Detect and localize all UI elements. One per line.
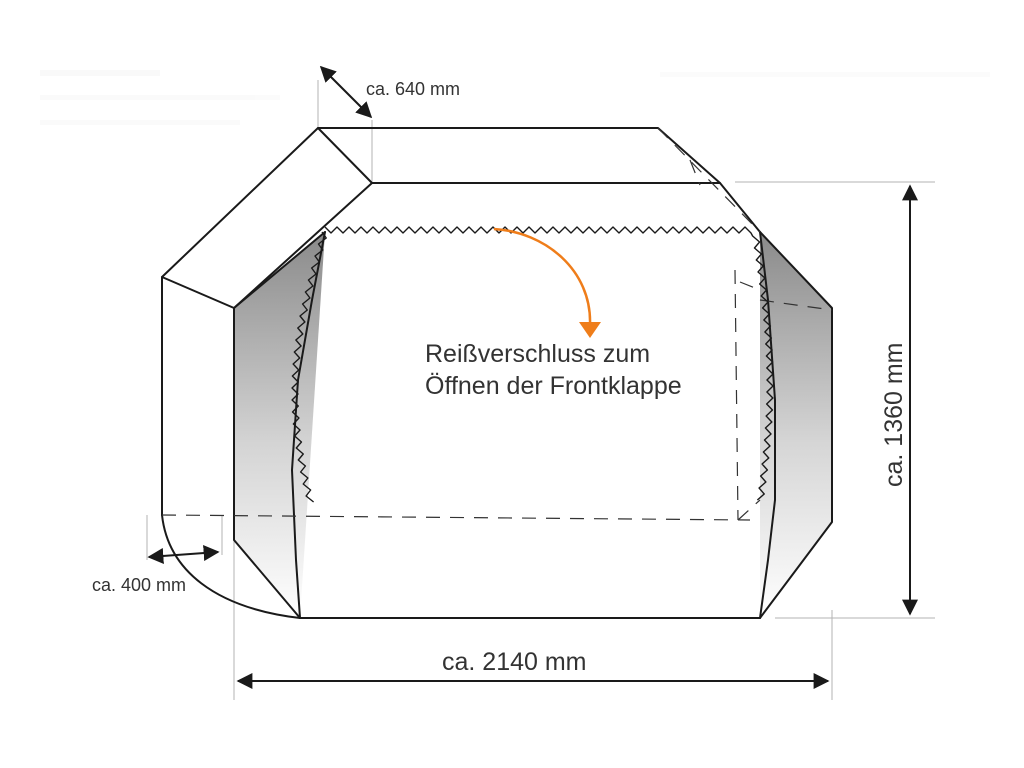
bottom-left-sweep [161,514,301,619]
background-texture [40,70,990,125]
annotation-line-1: Reißverschluss zum [425,340,650,368]
hidden-edges [161,127,833,521]
right-side-panel [760,232,832,618]
zipper-arrow-head [579,322,601,338]
depth-top-label: ca. 640 mm [366,79,460,99]
depth-bottom-label: ca. 400 mm [92,575,186,595]
zipper-seam [291,226,774,503]
cover-outline [161,127,833,619]
left-side-panel [234,232,325,618]
zipper-direction-arrow [493,227,592,326]
width-label: ca. 2140 mm [442,648,587,676]
height-label: ca. 1360 mm [880,342,908,487]
depth-top-dimension-line [319,65,373,119]
extension-lines [146,80,935,700]
annotation-line-2: Öffnen der Frontklappe [425,372,682,400]
depth-bottom-dimension-line [147,545,220,564]
